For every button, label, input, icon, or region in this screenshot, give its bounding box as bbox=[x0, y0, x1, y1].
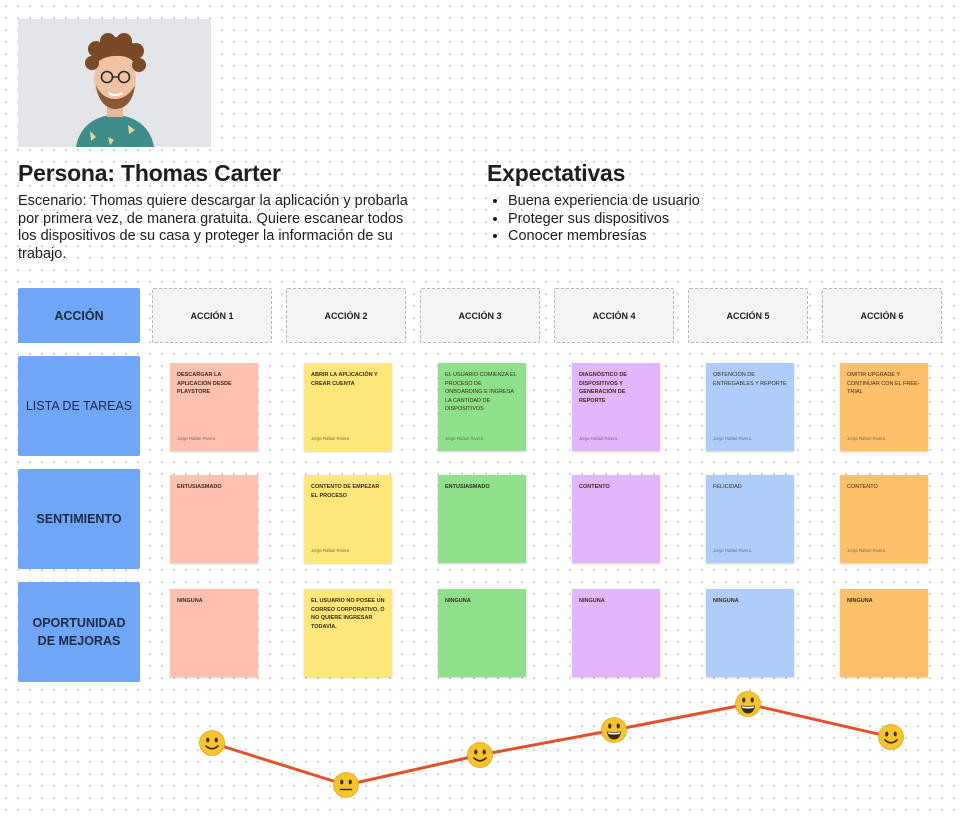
feeling-note-4[interactable]: CONTENTO bbox=[572, 475, 660, 563]
action-header-1: ACCIÓN 1 bbox=[152, 288, 272, 343]
note-author: Jorge Rafael Rivera bbox=[713, 547, 751, 553]
action-header-5: ACCIÓN 5 bbox=[688, 288, 808, 343]
note-text: CONTENTO bbox=[579, 484, 610, 490]
expectation-item: Buena experiencia de usuario bbox=[508, 193, 700, 211]
feeling-note-3[interactable]: ENTUSIASMADO bbox=[438, 475, 526, 563]
note-author: Jorge Rafael Rivera bbox=[177, 435, 215, 441]
note-author: Jorge Rafael Rivera bbox=[311, 435, 349, 441]
neutral-face-icon bbox=[333, 772, 359, 798]
note-text: DIAGNÓSTICO DE DISPOSITIVOS Y GENERACIÓN… bbox=[579, 372, 627, 404]
emotion-curve-line bbox=[211, 702, 892, 787]
feeling-note-6[interactable]: CONTENTO Jorge Rafael Rivera bbox=[840, 475, 928, 563]
task-note-5[interactable]: OBTENCIÓN DE ENTREGABLES Y REPORTE Jorge… bbox=[706, 363, 794, 451]
note-text: FELICIDAD bbox=[713, 484, 742, 490]
action-header-6: ACCIÓN 6 bbox=[822, 288, 942, 343]
note-text: DESCARGAR LA APLICACIÓN DESDE PLAYSTORE bbox=[177, 372, 232, 395]
note-text: NINGUNA bbox=[847, 598, 873, 604]
note-text: ENTUSIASMADO bbox=[445, 484, 490, 490]
opportunity-note-3[interactable]: NINGUNA bbox=[438, 589, 526, 677]
slightly-smiling-face-icon bbox=[878, 724, 904, 750]
opportunity-note-4[interactable]: NINGUNA bbox=[572, 589, 660, 677]
note-text: OMITIR UPGRADE Y CONTINUAR CON EL FREE-T… bbox=[847, 372, 920, 395]
grinning-face-icon bbox=[601, 717, 627, 743]
opportunity-note-1[interactable]: NINGUNA bbox=[170, 589, 258, 677]
slightly-smiling-face-icon bbox=[467, 742, 493, 768]
task-note-4[interactable]: DIAGNÓSTICO DE DISPOSITIVOS Y GENERACIÓN… bbox=[572, 363, 660, 451]
row-header-action: ACCIÓN bbox=[18, 288, 140, 343]
note-author: Jorge Rafael Rivera bbox=[445, 435, 483, 441]
note-text: NINGUNA bbox=[579, 598, 605, 604]
task-note-6[interactable]: OMITIR UPGRADE Y CONTINUAR CON EL FREE-T… bbox=[840, 363, 928, 451]
note-author: Jorge Rafael Rivera bbox=[311, 547, 349, 553]
note-text: CONTENTO DE EMPEZAR EL PROCESO bbox=[311, 484, 380, 499]
note-text: NINGUNA bbox=[445, 598, 471, 604]
note-author: Jorge Rafael Rivera bbox=[847, 435, 885, 441]
action-header-3: ACCIÓN 3 bbox=[420, 288, 540, 343]
note-text: EL USUARIO NO POSEE UN CORREO CORPORATIV… bbox=[311, 598, 385, 630]
persona-photo bbox=[18, 19, 211, 147]
opportunity-note-5[interactable]: NINGUNA bbox=[706, 589, 794, 677]
note-text: ABRIR LA APLICACIÓN Y CREAR CUENTA bbox=[311, 372, 378, 387]
note-text: EL USUARIO COMIENZA EL PROCESO DE ONBOAR… bbox=[445, 372, 517, 412]
grinning-face-icon bbox=[735, 691, 761, 717]
task-note-1[interactable]: DESCARGAR LA APLICACIÓN DESDE PLAYSTORE … bbox=[170, 363, 258, 451]
action-header-2: ACCIÓN 2 bbox=[286, 288, 406, 343]
action-header-4: ACCIÓN 4 bbox=[554, 288, 674, 343]
persona-title: Persona: Thomas Carter bbox=[18, 160, 281, 186]
row-header-feeling: SENTIMIENTO bbox=[18, 469, 140, 569]
expectations-list: Buena experiencia de usuario Proteger su… bbox=[490, 193, 700, 246]
note-author: Jorge Rafael Rivera bbox=[713, 435, 751, 441]
row-header-tasks: LISTA DE TAREAS bbox=[18, 356, 140, 456]
note-text: CONTENTO bbox=[847, 484, 878, 490]
persona-scenario: Escenario: Thomas quiere descargar la ap… bbox=[18, 193, 408, 262]
opportunity-note-6[interactable]: NINGUNA bbox=[840, 589, 928, 677]
note-text: OBTENCIÓN DE ENTREGABLES Y REPORTE bbox=[713, 372, 787, 387]
feeling-note-1[interactable]: ENTUSIASMADO bbox=[170, 475, 258, 563]
expectations-title: Expectativas bbox=[487, 160, 626, 186]
feeling-note-5[interactable]: FELICIDAD Jorge Rafael Rivera bbox=[706, 475, 794, 563]
note-text: NINGUNA bbox=[713, 598, 739, 604]
task-note-3[interactable]: EL USUARIO COMIENZA EL PROCESO DE ONBOAR… bbox=[438, 363, 526, 451]
note-text: NINGUNA bbox=[177, 598, 203, 604]
note-author: Jorge Rafael Rivera bbox=[579, 435, 617, 441]
slightly-smiling-face-icon bbox=[199, 730, 225, 756]
note-author: Jorge Rafael Rivera bbox=[847, 547, 885, 553]
opportunity-note-2[interactable]: EL USUARIO NO POSEE UN CORREO CORPORATIV… bbox=[304, 589, 392, 677]
feeling-note-2[interactable]: CONTENTO DE EMPEZAR EL PROCESO Jorge Raf… bbox=[304, 475, 392, 563]
expectation-item: Conocer membresías bbox=[508, 228, 700, 246]
note-text: ENTUSIASMADO bbox=[177, 484, 222, 490]
task-note-2[interactable]: ABRIR LA APLICACIÓN Y CREAR CUENTA Jorge… bbox=[304, 363, 392, 451]
row-header-opportunity: OPORTUNIDAD DE MEJORAS bbox=[18, 582, 140, 682]
expectation-item: Proteger sus dispositivos bbox=[508, 211, 700, 229]
